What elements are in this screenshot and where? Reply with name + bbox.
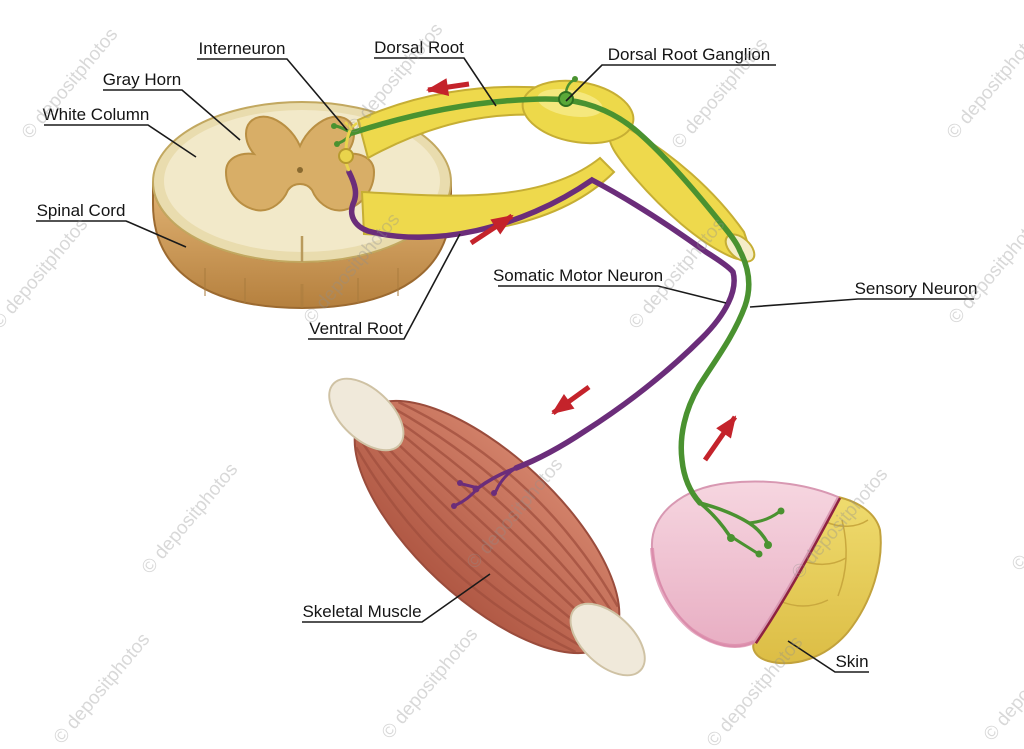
sensory-neuron-path bbox=[334, 78, 781, 555]
watermark-text: © depositphotos bbox=[0, 214, 92, 333]
label-skin: Skin bbox=[787, 640, 869, 673]
label-dorsal-root-ganglion: Dorsal Root Ganglion bbox=[565, 45, 776, 102]
label-sensory-neuron-text: Sensory Neuron bbox=[855, 279, 978, 298]
sensory-cell-body bbox=[558, 91, 574, 107]
label-spinal-cord: Spinal Cord bbox=[36, 201, 187, 248]
skin-shape bbox=[650, 480, 882, 665]
impulse-arrow-dorsal bbox=[426, 78, 470, 97]
label-gray-horn: Gray Horn bbox=[103, 70, 241, 141]
label-dorsal-root-text: Dorsal Root bbox=[374, 38, 464, 57]
muscle-tendon-bottom bbox=[569, 602, 646, 677]
motor-neuron-path bbox=[346, 169, 737, 507]
watermark-text: © depositphotos bbox=[1008, 456, 1024, 575]
label-sensory-neuron: Sensory Neuron bbox=[749, 279, 978, 308]
label-spinal-cord-text: Spinal Cord bbox=[37, 201, 126, 220]
motor-neuron-endings bbox=[451, 480, 497, 509]
watermark-text: © depositphotos bbox=[980, 626, 1024, 745]
label-white-column-text: White Column bbox=[43, 105, 150, 124]
watermark-text: © depositphotos bbox=[378, 624, 483, 743]
label-skeletal-muscle-text: Skeletal Muscle bbox=[302, 602, 421, 621]
label-ventral-root: Ventral Root bbox=[308, 233, 461, 340]
skin-lower-edge-highlight bbox=[650, 547, 755, 648]
skeletal-muscle-shape bbox=[328, 377, 646, 677]
impulse-arrow-ventral bbox=[469, 213, 514, 246]
label-dorsal-root-ganglion-text: Dorsal Root Ganglion bbox=[608, 45, 771, 64]
impulse-arrow-motor bbox=[551, 384, 591, 416]
impulse-arrows bbox=[426, 78, 738, 462]
watermark-text: © depositphotos bbox=[138, 459, 243, 578]
interneuron-shape bbox=[338, 121, 358, 172]
label-somatic-motor-neuron-text: Somatic Motor Neuron bbox=[493, 266, 663, 285]
watermark-text: © depositphotos bbox=[943, 24, 1024, 143]
sensory-neuron-endings bbox=[331, 76, 785, 558]
muscle-tendon-top bbox=[328, 377, 405, 452]
label-skeletal-muscle: Skeletal Muscle bbox=[302, 573, 491, 623]
label-dorsal-root: Dorsal Root bbox=[374, 38, 497, 107]
impulse-arrow-sensory bbox=[702, 415, 738, 462]
label-gray-horn-text: Gray Horn bbox=[103, 70, 181, 89]
label-ventral-root-text: Ventral Root bbox=[309, 319, 403, 338]
label-white-column: White Column bbox=[43, 105, 197, 158]
label-somatic-motor-neuron: Somatic Motor Neuron bbox=[493, 266, 727, 304]
central-canal bbox=[297, 167, 303, 173]
watermark-text: © depositphotos bbox=[50, 629, 155, 748]
label-interneuron-text: Interneuron bbox=[199, 39, 286, 58]
spinal-nerve-shape bbox=[608, 123, 750, 260]
label-interneuron: Interneuron bbox=[197, 39, 348, 131]
watermark-text: © depositphotos bbox=[945, 209, 1024, 328]
label-skin-text: Skin bbox=[835, 652, 868, 671]
muscle-striations bbox=[355, 400, 619, 654]
